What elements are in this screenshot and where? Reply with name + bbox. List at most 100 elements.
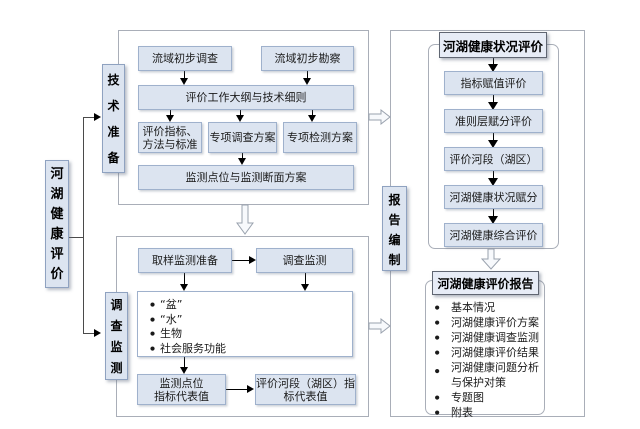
connector-line xyxy=(493,133,494,141)
box-work-outline: 评价工作大纲与技术细则 xyxy=(138,85,354,110)
stage-label-technical-preparation: 技术准备 xyxy=(102,64,125,173)
list-item-text: 河湖健康评价结果 xyxy=(451,346,539,359)
list-item: ● 河湖健康问题分析 与保护对策 xyxy=(425,360,543,390)
connector-line xyxy=(307,71,308,79)
list-item-text: 河湖健康评价方案 xyxy=(451,316,539,329)
arrow-down-icon xyxy=(303,78,311,85)
box-comprehensive-assessment: 河湖健康综合评价 xyxy=(444,223,543,247)
arrow-down-icon xyxy=(180,367,188,374)
connector-line xyxy=(184,357,185,368)
bullet-icon: ● xyxy=(150,345,155,352)
list-item: ● “水” xyxy=(138,313,352,328)
list-item: ● 基本情况 xyxy=(425,300,543,315)
list-item-text: 社会服务功能 xyxy=(160,341,226,355)
block-arrow-right-icon xyxy=(368,318,391,334)
box-criteria-layer-scoring: 准则层赋分评价 xyxy=(444,109,543,133)
list-item: ● 社会服务功能 xyxy=(138,342,352,357)
arrow-down-icon xyxy=(238,158,246,165)
connector-line xyxy=(68,237,84,238)
connector-line xyxy=(226,389,248,390)
arrow-right-icon xyxy=(94,113,101,121)
stage-label-text: 报告编制 xyxy=(388,193,401,267)
arrow-down-icon xyxy=(488,64,498,72)
list-item-text: “水” xyxy=(160,312,183,326)
list-item-text: 基本情况 xyxy=(451,301,495,314)
box-health-status-score: 河湖健康状况赋分 xyxy=(444,185,543,209)
block-arrow-down-icon xyxy=(481,248,501,270)
arrow-down-icon xyxy=(180,78,188,85)
box-reach-indicator-values: 评价河段（湖区）指 标代表值 xyxy=(255,374,356,405)
box-preliminary-reconnaissance: 流域初步勘察 xyxy=(261,46,354,71)
connector-line xyxy=(493,58,494,65)
bullet-icon: ● xyxy=(434,349,440,356)
bullet-icon: ● xyxy=(434,334,440,341)
box-survey-aspects-list: ● “盆” ● “水” ● 生物 ● 社会服务功能 xyxy=(137,291,353,357)
list-item-text: 专题图 xyxy=(451,391,484,404)
connector-line xyxy=(83,333,95,334)
connector-line xyxy=(493,171,494,179)
bullet-icon: ● xyxy=(434,409,440,416)
title-health-status-assessment: 河湖健康状况评价 xyxy=(439,32,547,58)
arrow-down-icon xyxy=(488,216,498,224)
bullet-icon: ● xyxy=(150,316,155,323)
list-item: ● 附表 xyxy=(425,405,543,420)
connector-line xyxy=(232,260,250,261)
block-arrow-right-icon xyxy=(368,109,391,125)
box-indicators-methods-standards: 评价指标、 方法与标准 xyxy=(138,122,202,153)
box-assessment-reach: 评价河段（湖区） xyxy=(444,147,543,171)
root-label-river-lake-health-evaluation: 河湖健康评价 xyxy=(45,160,69,288)
connector-line xyxy=(493,209,494,217)
root-label-text: 河湖健康评价 xyxy=(50,167,64,282)
connector-line xyxy=(242,153,243,159)
title-health-assessment-report: 河湖健康评价报告 xyxy=(432,271,539,295)
list-item-text: “盆” xyxy=(160,298,183,311)
list-item: ● “盆” xyxy=(138,298,352,313)
arrow-right-icon xyxy=(247,385,254,393)
bullet-icon: ● xyxy=(150,330,155,337)
arrow-right-icon xyxy=(249,256,256,264)
list-item: ● 河湖健康评价结果 xyxy=(425,345,543,360)
box-special-survey-plan: 专项调查方案 xyxy=(208,122,277,153)
stage-label-survey-monitoring: 调查监测 xyxy=(105,292,128,380)
box-monitoring-point-values: 监测点位 指标代表值 xyxy=(137,374,226,405)
block-arrow-down-icon xyxy=(236,204,254,235)
arrow-down-icon xyxy=(301,284,309,291)
connector-line xyxy=(240,110,241,116)
list-item-text: 河湖健康调查监测 xyxy=(451,331,539,344)
connector-line xyxy=(83,117,95,118)
stage-label-report-compilation: 报告编制 xyxy=(382,186,407,271)
list-item: ● 生物 xyxy=(138,327,352,342)
list-item-text: 河湖健康问题分析 与保护对策 xyxy=(451,361,539,389)
arrow-down-icon xyxy=(166,115,174,122)
bullet-icon: ● xyxy=(150,301,155,308)
connector-line xyxy=(170,110,171,116)
connector-line xyxy=(493,95,494,103)
list-item-text: 生物 xyxy=(160,327,182,340)
box-indicator-assignment: 指标赋值评价 xyxy=(444,71,543,95)
connector-line xyxy=(184,71,185,79)
box-special-test-plan: 专项检测方案 xyxy=(283,122,357,153)
bullet-icon: ● xyxy=(434,304,440,311)
arrow-down-icon xyxy=(308,115,316,122)
arrow-down-icon xyxy=(236,115,244,122)
list-item-text: 附表 xyxy=(451,406,473,419)
connector-line xyxy=(83,117,84,333)
connector-line xyxy=(312,110,313,116)
list-item: ● 河湖健康评价方案 xyxy=(425,315,543,330)
arrow-down-icon xyxy=(180,284,188,291)
box-monitoring-points-plan: 监测点位与监测断面方案 xyxy=(138,165,354,190)
list-item: ● 河湖健康调查监测 xyxy=(425,330,543,345)
stage-label-text: 调查监测 xyxy=(110,298,123,375)
bullet-icon: ● xyxy=(434,319,440,326)
box-survey-monitoring: 调查监测 xyxy=(256,248,353,273)
bullet-icon: ● xyxy=(434,367,440,374)
arrow-down-icon xyxy=(488,178,498,186)
connector-line xyxy=(305,273,306,285)
box-preliminary-survey: 流域初步调查 xyxy=(138,46,232,71)
arrow-right-icon xyxy=(94,329,101,337)
list-item: ●专题图 xyxy=(425,390,543,405)
box-sampling-monitoring-prep: 取样监测准备 xyxy=(138,248,232,273)
connector-line xyxy=(184,273,185,285)
report-contents-list: ● 基本情况 ● 河湖健康评价方案 ● 河湖健康调查监测 ● 河湖健康评价结果 ● 河湖健… xyxy=(425,296,543,420)
